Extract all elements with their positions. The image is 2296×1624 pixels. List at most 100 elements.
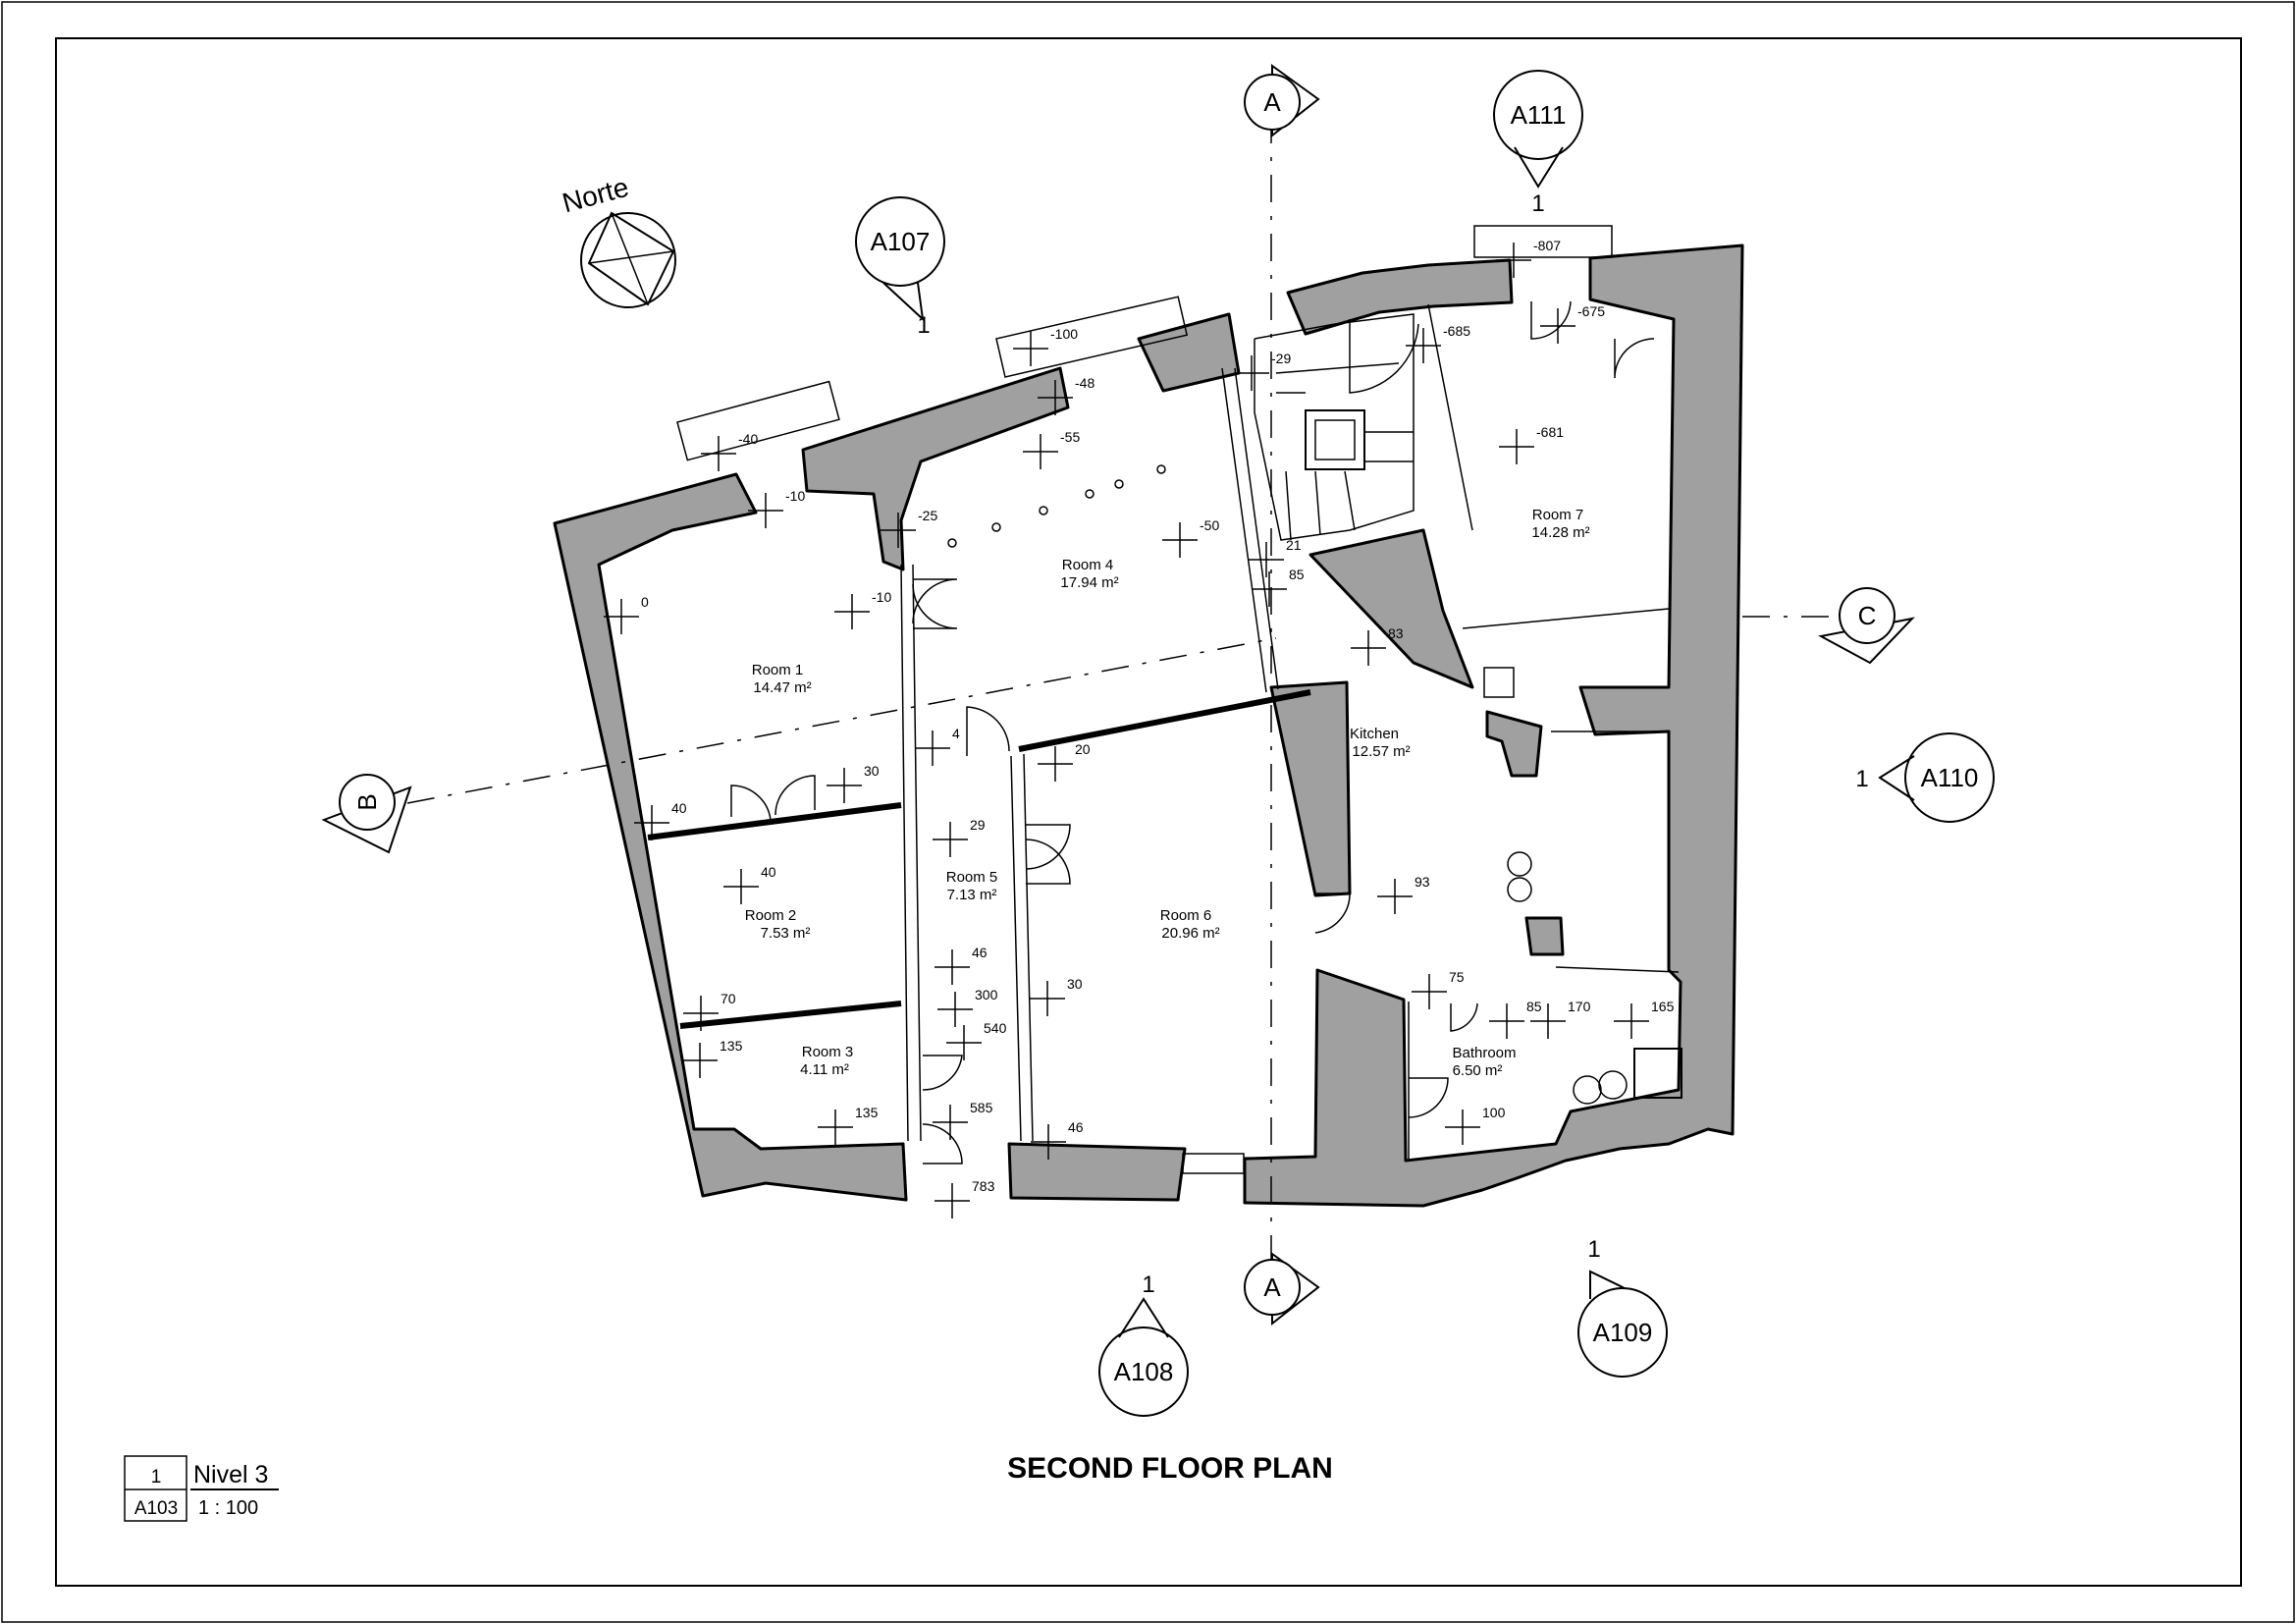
level-mark: 40	[723, 864, 776, 904]
core-wall-3	[1524, 916, 1565, 956]
walls	[553, 244, 1744, 1208]
level-value: 75	[1449, 969, 1465, 985]
section-mark-c[interactable]: C	[1818, 587, 1915, 665]
level-mark: -10	[834, 589, 891, 629]
section-mark-a-top[interactable]: A	[1244, 64, 1320, 138]
core-wall	[1308, 528, 1474, 689]
room-labels: Room 1 14.47 m² Room 2 7.53 m² Room 3 4.…	[745, 507, 1590, 1079]
section-mark-b[interactable]: B	[321, 774, 412, 854]
room-name: Room 7	[1532, 507, 1584, 523]
section-lines	[406, 116, 1836, 1272]
level-value: 4	[952, 726, 960, 741]
elevation-tag-a108[interactable]: A108 1	[1098, 1272, 1189, 1417]
kitchen-west-wall	[1269, 680, 1352, 897]
level-value: 783	[972, 1178, 995, 1194]
tag-number: 1	[1142, 1272, 1154, 1298]
level-value: 83	[1388, 625, 1404, 641]
windows	[676, 225, 1613, 1174]
core-wall-2	[1485, 710, 1543, 778]
room-name: Room 6	[1160, 907, 1212, 924]
level-value: -675	[1577, 303, 1605, 319]
elevation-tag-a111[interactable]: A111 1	[1493, 70, 1583, 217]
room-area: 20.96 m²	[1161, 925, 1219, 942]
room-area: 14.47 m²	[753, 679, 811, 696]
fixtures	[947, 464, 1682, 1105]
level-value: 100	[1482, 1105, 1506, 1120]
section-letter: A	[1263, 87, 1281, 117]
level-mark: 585	[933, 1100, 993, 1140]
level-value: 165	[1651, 999, 1675, 1014]
room-name: Room 5	[946, 869, 998, 886]
north-wall-3	[1286, 258, 1514, 336]
level-value: 40	[761, 864, 776, 880]
level-value: -10	[785, 488, 805, 504]
level-value: -10	[872, 589, 891, 605]
room-area: 7.13 m²	[947, 887, 997, 903]
north-wall-4	[1243, 244, 1744, 1208]
level-mark: -25	[881, 508, 937, 548]
level-mark: 20	[1038, 741, 1091, 782]
level-value: -50	[1200, 517, 1219, 533]
level-value: 40	[671, 800, 687, 816]
level-value: -55	[1060, 429, 1080, 445]
level-value: -29	[1271, 351, 1291, 366]
north-label: Norte	[560, 172, 632, 219]
level-mark: 85	[1252, 567, 1305, 607]
level-value: 300	[975, 987, 998, 1002]
room-name: Bathroom	[1452, 1045, 1516, 1061]
tag-sheet: A107	[871, 227, 931, 256]
level-value: 29	[970, 817, 986, 833]
level-mark: 70	[683, 991, 736, 1031]
view-number: 1	[151, 1467, 162, 1488]
level-value: 70	[721, 991, 736, 1006]
level-mark: 100	[1445, 1105, 1506, 1145]
level-mark: 540	[946, 1020, 1007, 1060]
level-value: -48	[1075, 375, 1095, 391]
tag-number: 1	[1855, 766, 1868, 792]
level-value: 170	[1568, 999, 1591, 1014]
level-mark: -681	[1499, 424, 1564, 464]
level-value: 21	[1286, 537, 1302, 553]
staircase	[1254, 313, 1415, 541]
room-area: 12.57 m²	[1352, 743, 1410, 760]
room-area: 6.50 m²	[1453, 1062, 1503, 1079]
level-value: 46	[972, 945, 988, 960]
section-letter: C	[1858, 601, 1877, 630]
level-value: -100	[1050, 326, 1078, 342]
bottom-wall-mid	[1007, 1142, 1187, 1202]
elevation-tag-a109[interactable]: A109 1	[1577, 1236, 1668, 1378]
section-letter: A	[1263, 1272, 1281, 1302]
level-mark: -55	[1023, 429, 1080, 469]
tag-sheet: A108	[1114, 1357, 1174, 1386]
level-value: 20	[1075, 741, 1091, 757]
level-value: 135	[855, 1105, 879, 1120]
north-wall-1	[801, 366, 1070, 571]
level-mark: 30	[827, 763, 880, 803]
elevation-tag-a110[interactable]: A110 1	[1855, 732, 1995, 823]
level-value: 93	[1415, 874, 1430, 890]
level-mark: -40	[701, 431, 758, 471]
room-name: Room 3	[802, 1044, 854, 1060]
section-mark-a-bottom[interactable]: A	[1244, 1252, 1320, 1326]
level-mark: 46	[934, 945, 988, 985]
room-area: 4.11 m²	[800, 1061, 849, 1078]
tag-number: 1	[917, 312, 930, 339]
level-value: 46	[1068, 1119, 1084, 1135]
level-mark: -10	[748, 488, 805, 528]
level-mark: 135	[682, 1038, 743, 1078]
tag-sheet: A111	[1511, 100, 1567, 130]
level-mark: -100	[1013, 326, 1078, 366]
level-value: 135	[720, 1038, 743, 1054]
elevation-tag-a107[interactable]: A107 1	[855, 196, 945, 339]
level-value: -685	[1443, 323, 1470, 339]
level-value: 85	[1289, 567, 1305, 582]
room-area: 14.28 m²	[1531, 524, 1589, 541]
level-mark: 40	[634, 800, 687, 840]
room-name: Room 2	[745, 907, 797, 924]
level-mark: 170	[1530, 999, 1591, 1039]
tag-sheet: A110	[1921, 763, 1979, 792]
west-wall	[553, 472, 908, 1202]
room-area: 7.53 m²	[761, 925, 811, 942]
